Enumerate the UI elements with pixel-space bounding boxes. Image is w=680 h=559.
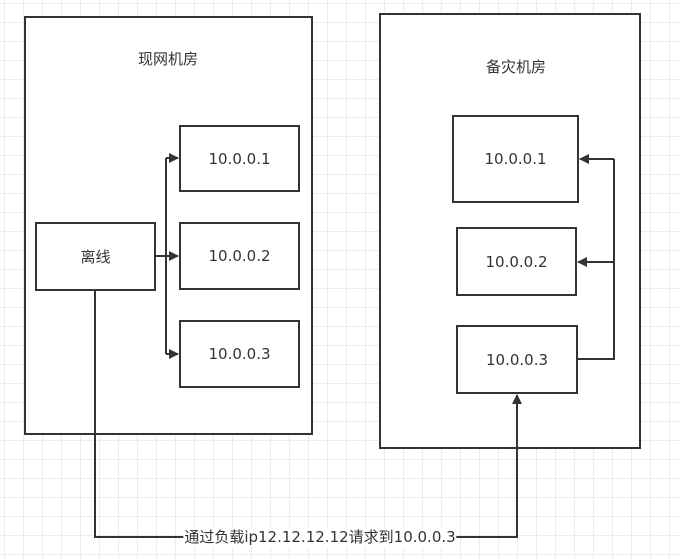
live-server-label: 10.0.0.2 [208, 247, 271, 265]
dr-dc-title: 备灾机房 [485, 58, 547, 76]
dr-server-label: 10.0.0.1 [484, 150, 547, 168]
dr-bus-line [578, 159, 615, 360]
live-server-node[interactable]: 10.0.0.1 [179, 125, 300, 192]
offline-source-node[interactable]: 离线 [35, 222, 156, 291]
dr-server-node[interactable]: 10.0.0.3 [456, 325, 578, 394]
cross-dc-route-label: 通过负载ip12.12.12.12请求到10.0.0.3 [183, 527, 457, 547]
dr-server-node[interactable]: 10.0.0.2 [456, 227, 577, 296]
live-server-label: 10.0.0.3 [208, 345, 271, 363]
dr-server-label: 10.0.0.3 [485, 350, 549, 369]
live-server-label: 10.0.0.1 [208, 149, 271, 168]
dr-server-node[interactable]: 10.0.0.1 [452, 115, 579, 203]
offline-source-label: 离线 [80, 248, 111, 266]
cross-dc-route-line [94, 291, 522, 538]
live-server-node[interactable]: 10.0.0.3 [179, 320, 300, 388]
live-dc-title: 现网机房 [137, 50, 199, 68]
live-server-node[interactable]: 10.0.0.2 [179, 222, 300, 290]
dr-server-label: 10.0.0.2 [485, 252, 548, 271]
